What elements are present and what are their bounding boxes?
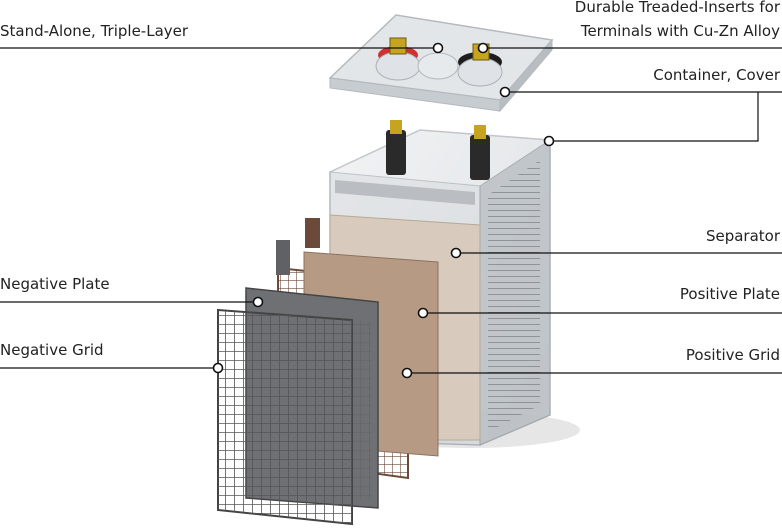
label-positive-plate: Positive Plate	[679, 285, 780, 303]
cover	[328, 14, 554, 113]
leader-lines	[0, 47, 782, 374]
label-stand-alone: Stand-Alone, Triple-Layer	[0, 22, 189, 40]
label-inserts-line1: Durable Treaded-Inserts for	[574, 0, 780, 16]
label-positive-grid: Positive Grid	[685, 346, 780, 364]
leader-container	[549, 92, 759, 142]
callout-dots	[212, 42, 555, 379]
negative-grid-sheet	[217, 308, 353, 526]
label-negative-plate: Negative Plate	[0, 275, 110, 293]
label-container-cover: Container, Cover	[653, 66, 780, 84]
label-inserts-line2: Terminals with Cu-Zn Alloy	[580, 22, 780, 40]
label-negative-grid: Negative Grid	[0, 341, 104, 359]
label-separator: Separator	[705, 227, 780, 245]
